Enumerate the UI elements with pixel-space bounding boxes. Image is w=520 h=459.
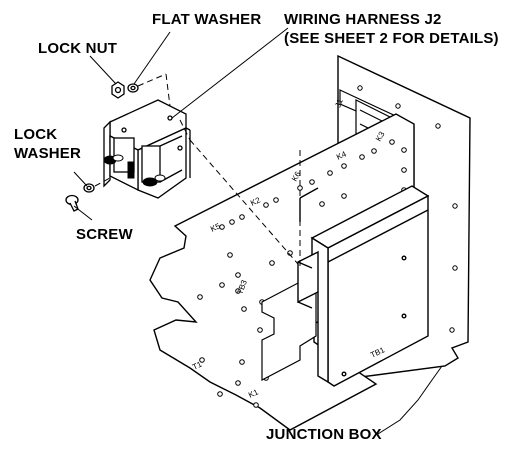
transformer-housing [297,185,430,387]
label-j1: J1 [333,97,345,109]
label-k1: K1 [247,387,260,400]
connector-assembly [103,99,191,199]
screw-part [65,194,79,212]
callout-lock-washer-line1: LOCK [14,126,58,143]
callout-junction-box: JUNCTION BOX [266,426,382,443]
lock-washer-part [83,183,95,193]
callout-wiring-harness-line1: WIRING HARNESS J2 [284,11,442,28]
callout-screw: SCREW [76,226,133,243]
back-panel-holes [357,85,458,333]
explode-lines [94,73,301,270]
callout-lock-nut: LOCK NUT [38,40,118,57]
component-labels: J1 K3 K4 K6 K2 K5 TB3 T1 K1 TB1 [191,97,387,400]
label-k5: K5 [209,221,222,234]
label-k3: K3 [374,130,387,143]
label-k6: K6 [290,170,303,183]
flat-washer-part [127,83,139,93]
wing-bolts [103,154,166,187]
lock-nut-part [111,81,125,99]
callout-lock-washer-line2: WASHER [14,145,82,162]
leader-lines [73,27,443,435]
callout-flat-washer: FLAT WASHER [152,11,262,28]
label-k4: K4 [335,149,348,162]
callout-wiring-harness-line2: (SEE SHEET 2 FOR DETAILS) [284,30,499,47]
label-t1: T1 [191,359,204,371]
label-k2: K2 [249,195,262,208]
